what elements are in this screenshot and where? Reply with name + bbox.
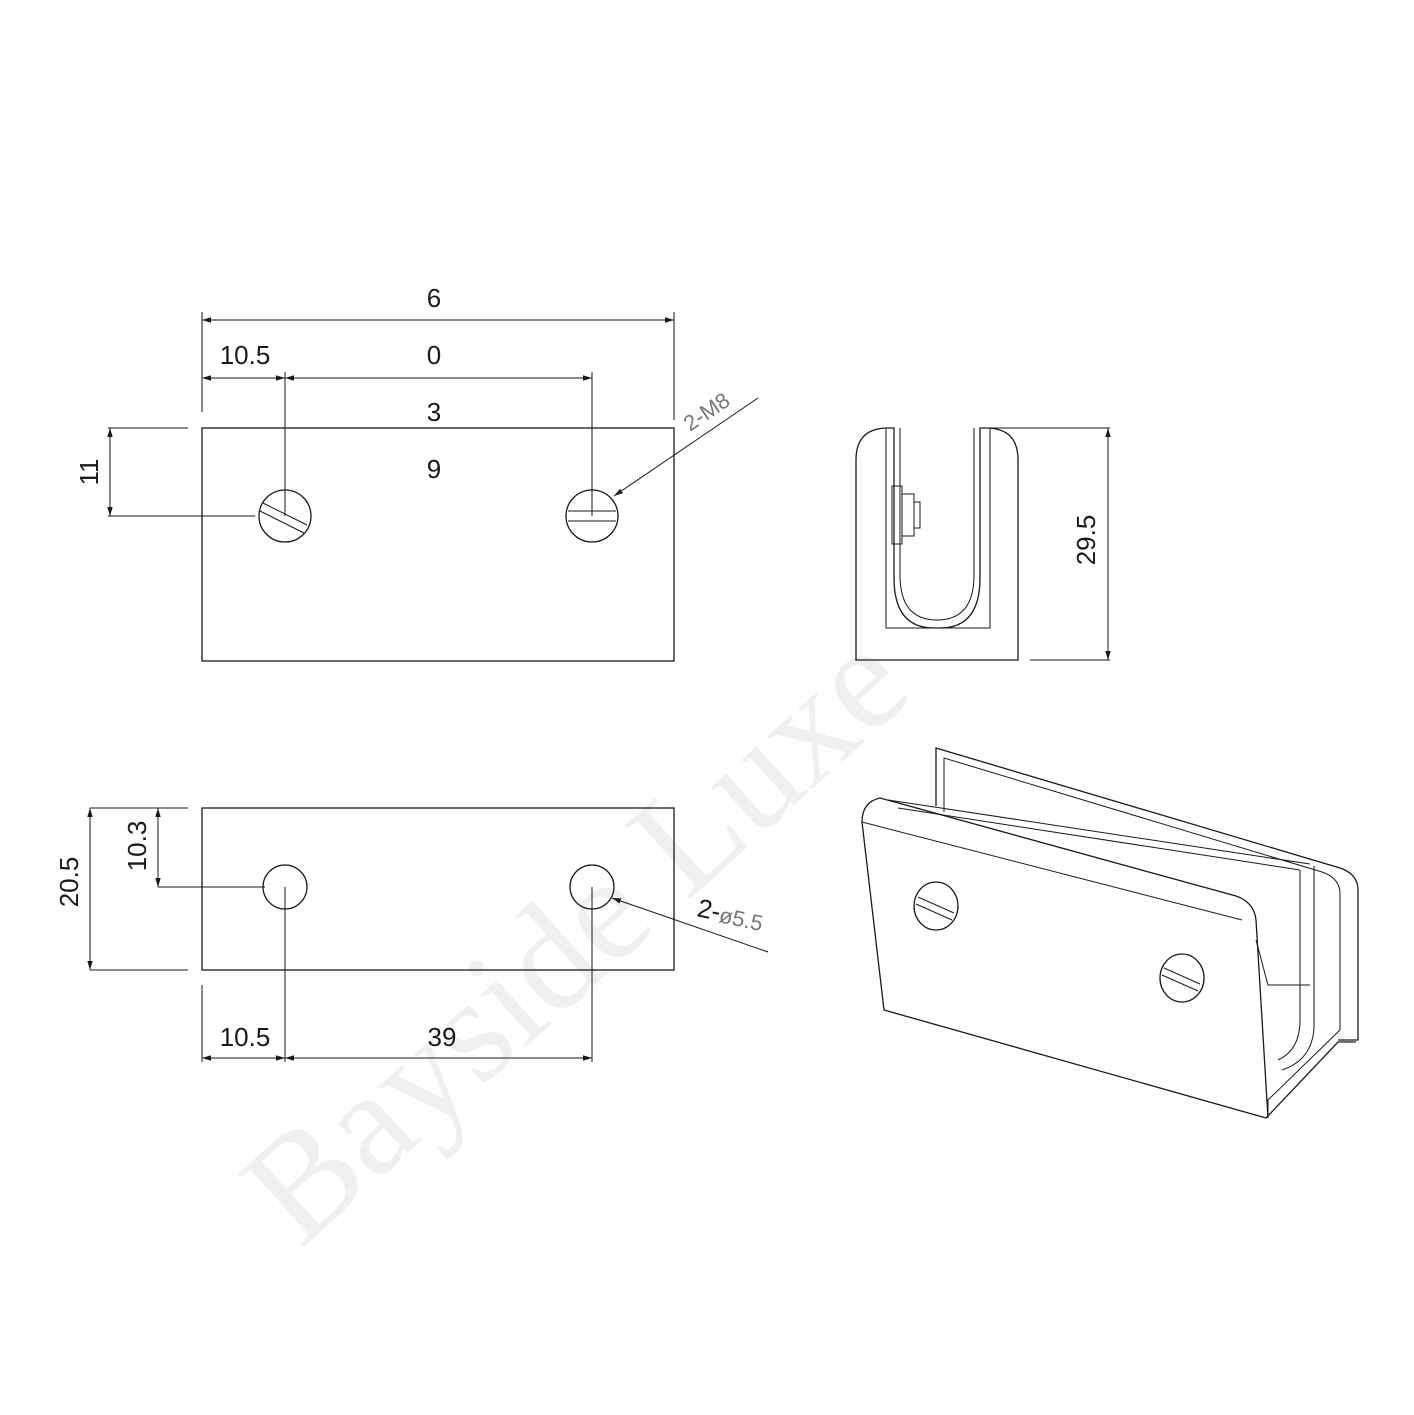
iso-screw-right <box>1159 953 1205 1003</box>
side-view: 29.5 <box>855 427 1111 661</box>
iso-back-plate <box>935 747 1359 1041</box>
watermark: Bayside Luxe <box>211 596 938 1274</box>
front-view-body <box>201 427 675 662</box>
dim-bottom-left-offset-label: 10.5 <box>220 1022 271 1052</box>
dim-bottom-hole-pitch-label: 39 <box>428 1022 457 1052</box>
dim-overall-digit-1: 6 <box>427 283 441 313</box>
bottom-view-body <box>201 807 675 971</box>
side-view-outline <box>855 427 1019 661</box>
hole-note-diameter: ø5.5 <box>717 902 765 936</box>
dim-overall-digit-3: 3 <box>427 397 441 427</box>
dim-left-offset-label: 10.5 <box>220 340 271 370</box>
isometric-view <box>861 747 1359 1119</box>
dim-overall-digit-2: 0 <box>427 340 441 370</box>
dim-bottom-height-label: 20.5 <box>54 857 84 908</box>
front-view: 6 0 3 9 10.5 11 2-M8 <box>74 283 759 662</box>
screw-tip <box>891 485 921 545</box>
dim-top-offset-label: 11 <box>74 459 104 486</box>
thread-note-label: 2-M8 <box>679 387 735 436</box>
dim-hole-offset-v-label: 10.3 <box>122 821 152 872</box>
bottom-view: 20.5 10.3 10.5 39 2- ø5.5 <box>54 807 769 1062</box>
thread-note-leader <box>613 397 759 497</box>
iso-screw-left <box>913 881 959 931</box>
hole-note-leader <box>611 897 769 953</box>
iso-front-plate <box>861 797 1356 1119</box>
dim-overall-digit-4: 9 <box>427 454 441 484</box>
dim-side-height-label: 29.5 <box>1071 515 1101 566</box>
